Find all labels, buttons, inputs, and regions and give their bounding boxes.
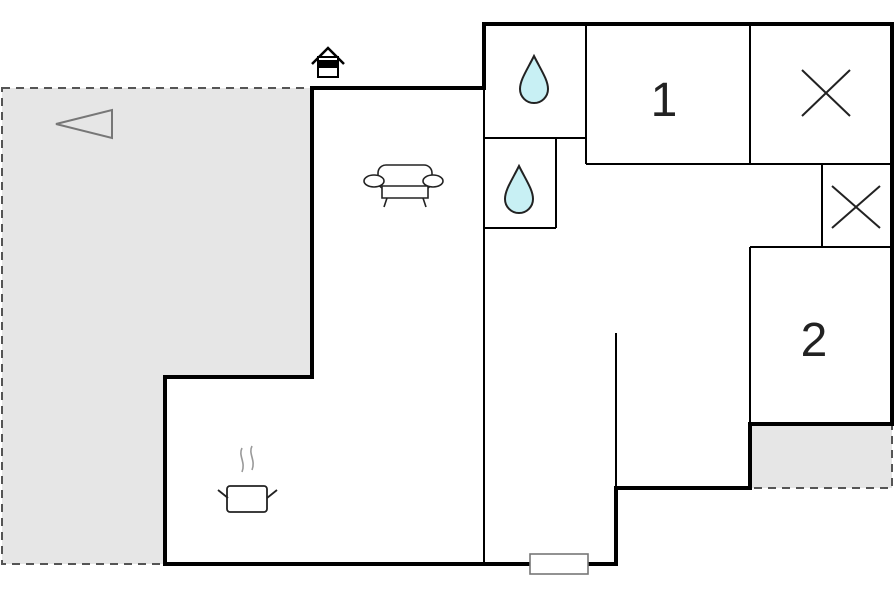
view-direction-icon [55,108,113,140]
cross-icon [801,69,851,117]
house-entrance-icon [311,46,345,78]
water-drop-icon [503,163,535,214]
outer-wall [163,22,894,566]
cross-icon [831,185,881,229]
door-marker [529,553,589,575]
sofa-icon [363,164,444,208]
water-drop-icon [518,53,550,104]
cooking-pot-icon [217,445,278,513]
room-2-label: 2 [801,314,828,367]
room-1-label: 1 [651,74,678,127]
terrace-right [749,423,893,489]
